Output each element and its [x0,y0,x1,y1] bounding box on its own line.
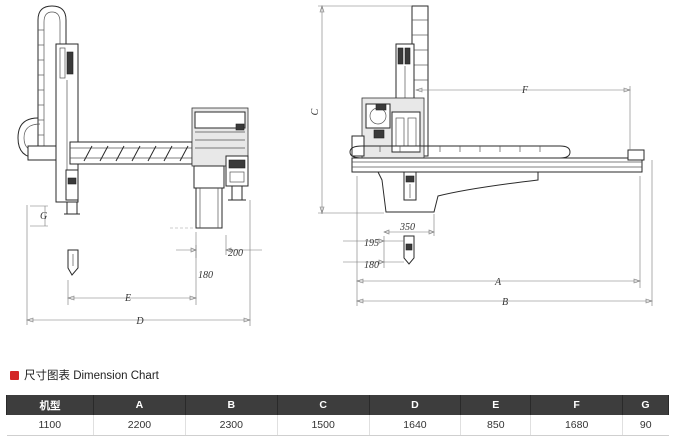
dimension-drawing: G E D 200 180 [17,5,653,327]
cell-e: 850 [460,415,531,436]
cell-b: 2300 [184,415,278,436]
cell-g: 90 [622,415,669,436]
header-a: A [93,395,186,415]
front-view: C F 350 195 180 A B [310,5,653,308]
heading-marker [10,370,19,380]
dim-f-label: F [521,85,529,96]
dim-200-label: 200 [228,248,243,259]
cell-d: 1640 [368,415,461,436]
cell-c: 1500 [276,415,370,436]
header-f: F [530,395,624,415]
header-g: G [622,395,669,415]
header-d: D [368,395,462,415]
header-model: 机型 [5,395,95,415]
header-b: B [184,395,278,415]
dim-g-label: G [40,211,47,222]
dim-e-label: E [124,293,131,304]
side-view: G E D 200 180 [17,5,262,327]
dim-a-label: A [494,277,502,288]
header-c: C [276,395,370,415]
dim-195-label: 195 [364,238,379,249]
dim-180-right-label: 180 [364,260,379,271]
dim-180-left-label: 180 [198,270,213,281]
cell-model: 1100 [6,415,94,436]
cell-a: 2200 [93,415,186,436]
cell-f: 1680 [530,415,623,436]
table-header-row: 机型 A B C D E F G [5,395,669,415]
dim-d-label: D [135,316,144,327]
header-e: E [460,395,532,415]
dimension-table: 机型 A B C D E F G 1100 2200 2300 1500 164… [5,395,669,436]
dim-c-label: C [310,108,321,115]
dim-b-label: B [502,297,508,308]
dim-350-label: 350 [399,222,415,233]
dimension-chart-heading: 尺寸图表 Dimension Chart [10,367,159,383]
dimension-chart-title: 尺寸图表 Dimension Chart [24,370,159,382]
table-row: 1100 2200 2300 1500 1640 850 1680 90 [6,415,669,436]
